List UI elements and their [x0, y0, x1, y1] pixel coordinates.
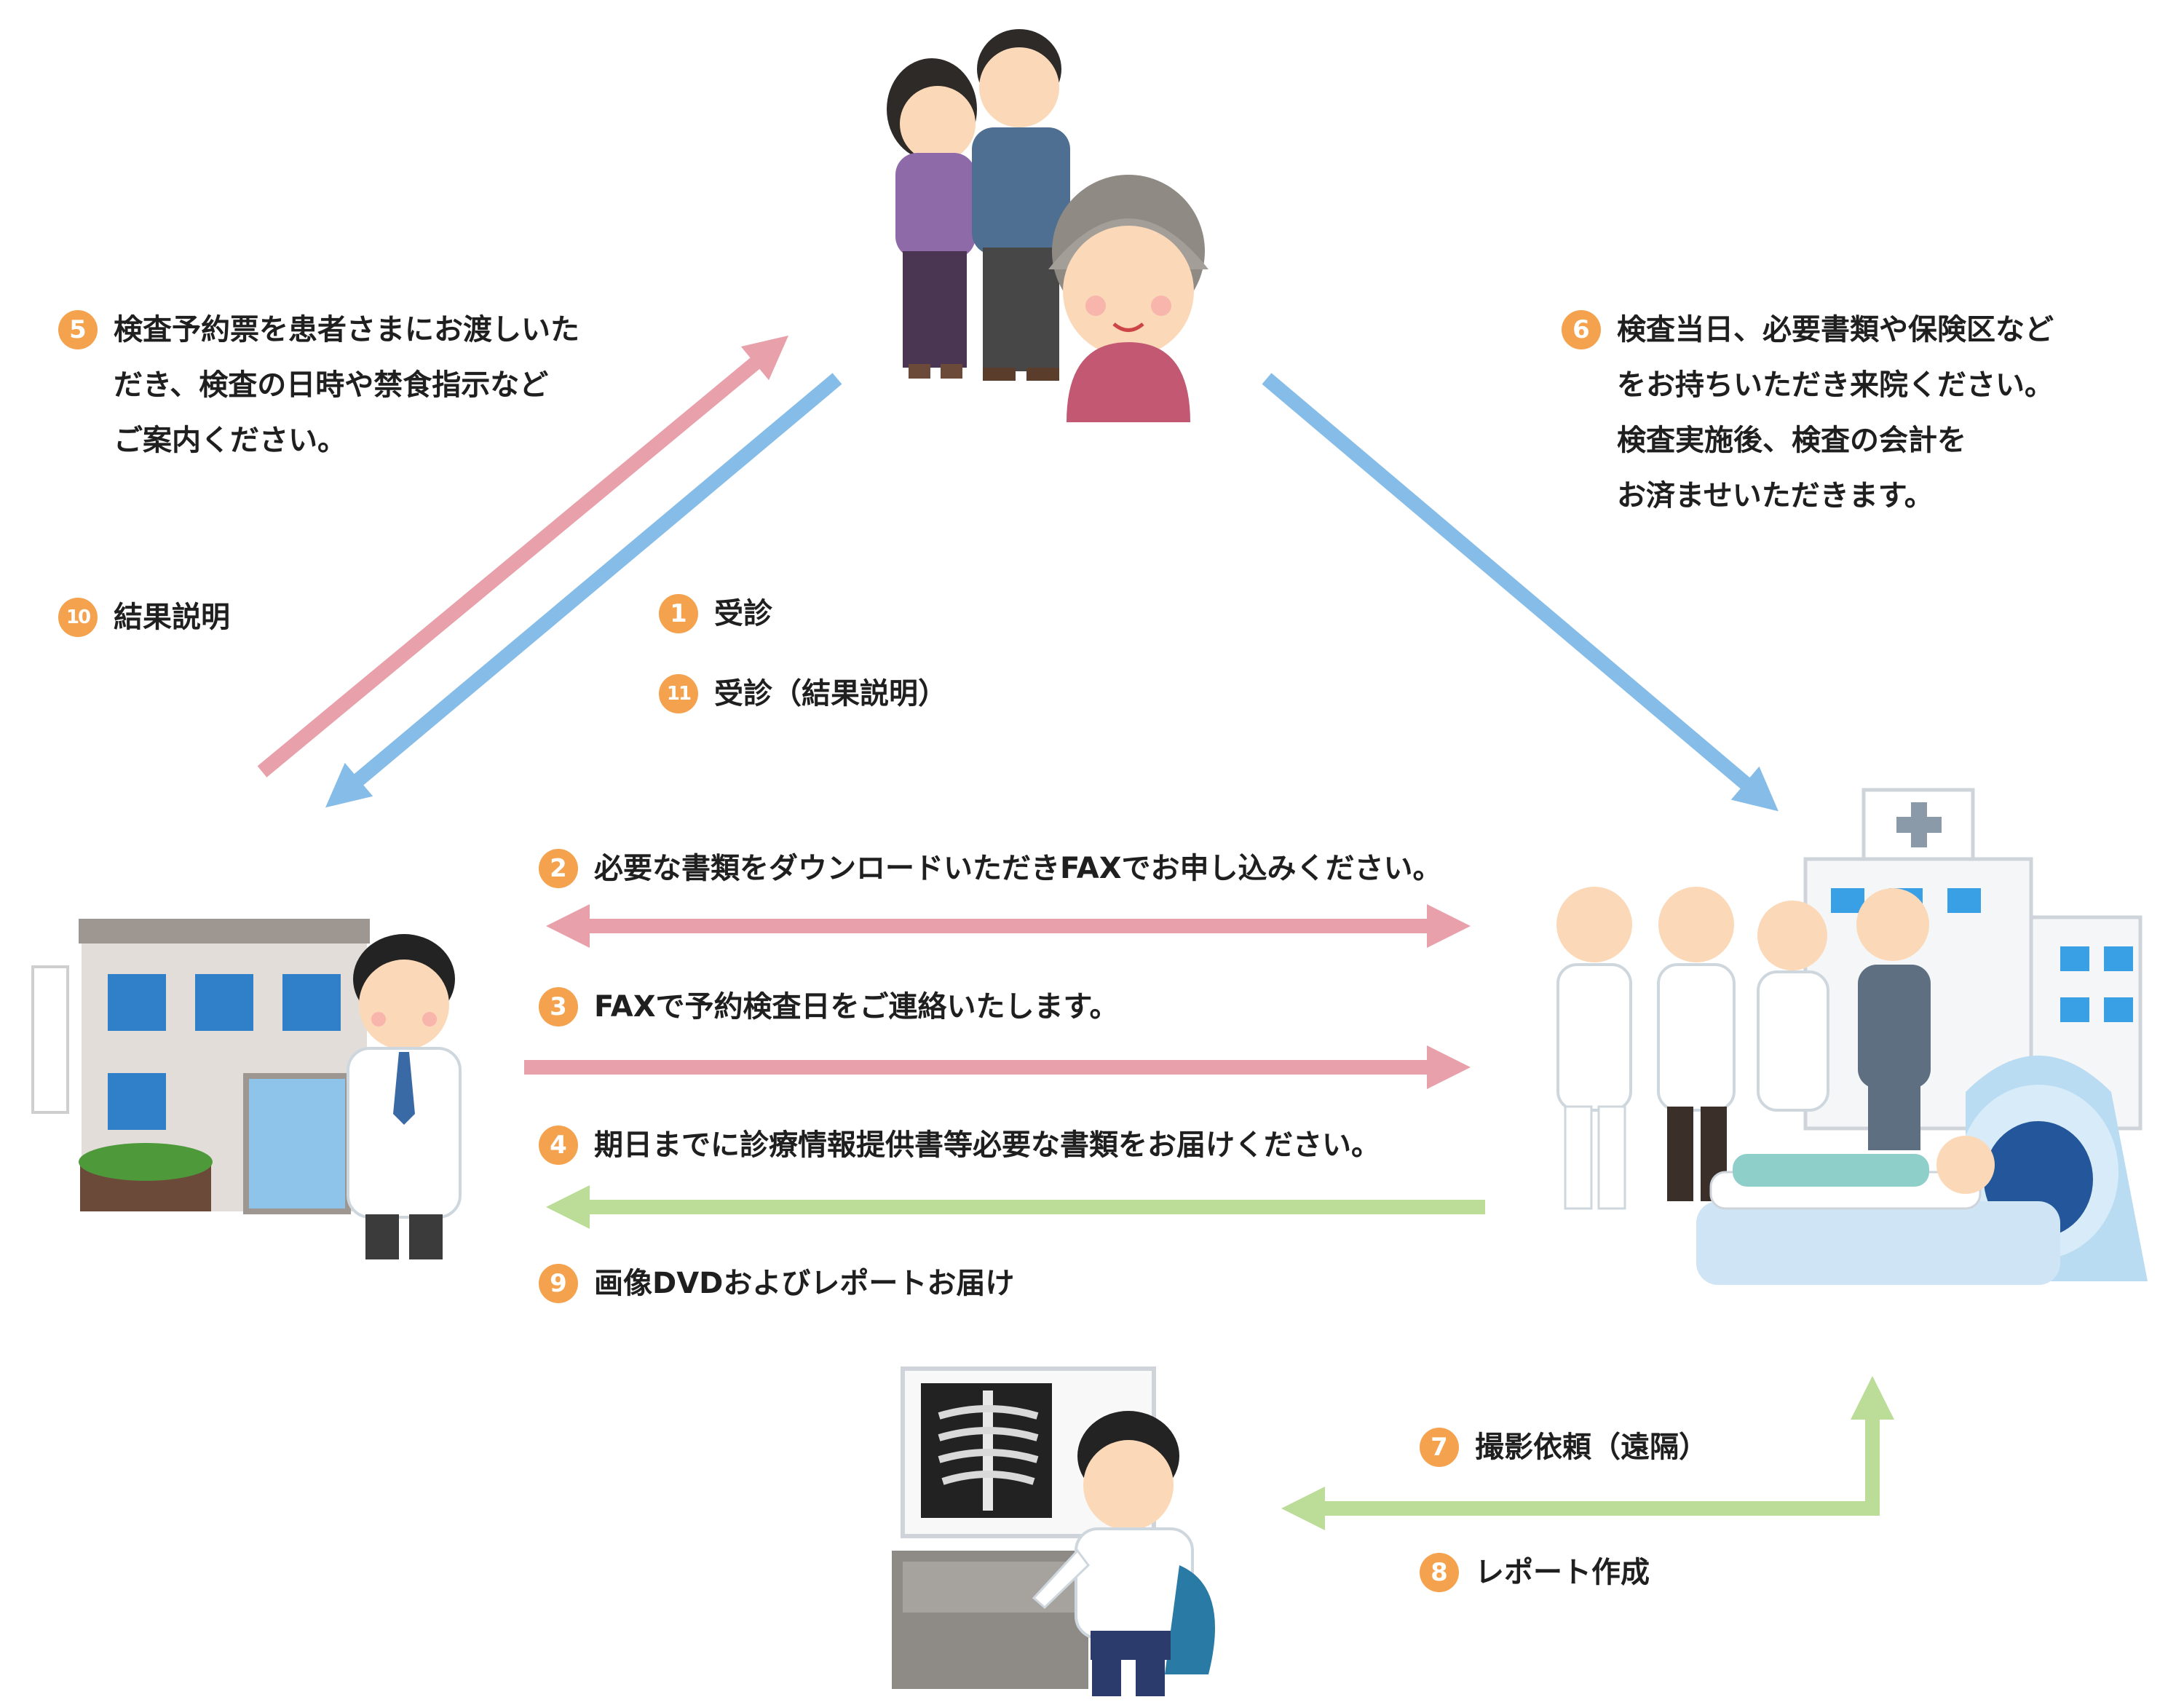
step-9-label: 9 画像DVDおよびレポートお届け — [539, 1256, 1014, 1311]
patients-illustration — [887, 29, 1208, 422]
radiologist-illustration — [892, 1366, 1215, 1696]
arrow-7-8-elbow — [1281, 1376, 1894, 1530]
step-3-badge: 3 — [539, 987, 578, 1026]
step-7-badge: 7 — [1420, 1428, 1459, 1467]
step-10-badge: 10 — [58, 598, 98, 637]
step-5-badge: 5 — [58, 310, 98, 349]
step-3-label: 3 FAXで予約検査日をご連絡いたします。 — [539, 979, 1119, 1035]
step-4-label: 4 期日までに診療情報提供書等必要な書類をお届けください。 — [539, 1117, 1380, 1173]
step-5-text-line-1: 検査予約票を患者さまにお渡しいた — [114, 313, 579, 347]
step-6-text-line-4: お済ませいただきます。 — [1617, 479, 1934, 513]
arrow-6-patient-to-hospital — [1262, 373, 1779, 812]
step-4-badge: 4 — [539, 1126, 578, 1165]
step-11-badge: 11 — [659, 674, 698, 713]
step-7-label: 7 撮影依頼（遠隔） — [1420, 1420, 1708, 1475]
hospital-illustration — [1556, 788, 2148, 1285]
step-1-text: 受診 — [714, 597, 772, 630]
step-4-text: 期日までに診療情報提供書等必要な書類をお届けください。 — [594, 1128, 1380, 1162]
step-8-badge: 8 — [1420, 1553, 1459, 1592]
step-10-text: 結果説明 — [114, 601, 230, 634]
arrow-5-clinic-to-patient — [257, 335, 789, 778]
step-2-text: 必要な書類をダウンロードいただきFAXでお申し込みください。 — [594, 852, 1442, 885]
step-1-badge: 1 — [659, 594, 698, 633]
arrow-1-patient-to-clinic — [325, 373, 842, 808]
step-7-text: 撮影依頼（遠隔） — [1475, 1431, 1708, 1464]
step-5-text-line-2: だき、検査の日時や禁食指示など — [114, 368, 549, 402]
step-6-text-line-2: をお持ちいただき来院ください。 — [1617, 368, 2054, 402]
step-8-label: 8 レポート作成 — [1420, 1545, 1650, 1600]
step-1-label: 1 受診 — [659, 586, 772, 641]
step-2-label: 2 必要な書類をダウンロードいただきFAXでお申し込みください。 — [539, 841, 1442, 896]
step-6-label: 6 検査当日、必要書類や保険区など をお持ちいただき来院ください。 検査実施後、… — [1562, 302, 2054, 523]
step-11-label: 11 受診（結果説明） — [659, 666, 947, 721]
step-6-badge: 6 — [1562, 310, 1601, 349]
step-5-label: 5 検査予約票を患者さまにお渡しいた だき、検査の日時や禁食指示など ご案内くだ… — [58, 302, 579, 468]
step-8-text: レポート作成 — [1475, 1556, 1650, 1589]
step-6-text-line-1: 検査当日、必要書類や保険区など — [1617, 313, 2054, 347]
step-5-text-line-3: ご案内ください。 — [114, 424, 347, 457]
step-2-badge: 2 — [539, 849, 578, 888]
step-9-text: 画像DVDおよびレポートお届け — [594, 1267, 1015, 1300]
step-10-label: 10 結果説明 — [58, 590, 230, 645]
step-6-text-line-3: 検査実施後、検査の会計を — [1617, 424, 1966, 457]
step-3-text: FAXで予約検査日をご連絡いたします。 — [594, 990, 1119, 1024]
step-9-badge: 9 — [539, 1264, 578, 1303]
step-11-text: 受診（結果説明） — [714, 677, 947, 711]
clinic-illustration — [31, 919, 462, 1259]
